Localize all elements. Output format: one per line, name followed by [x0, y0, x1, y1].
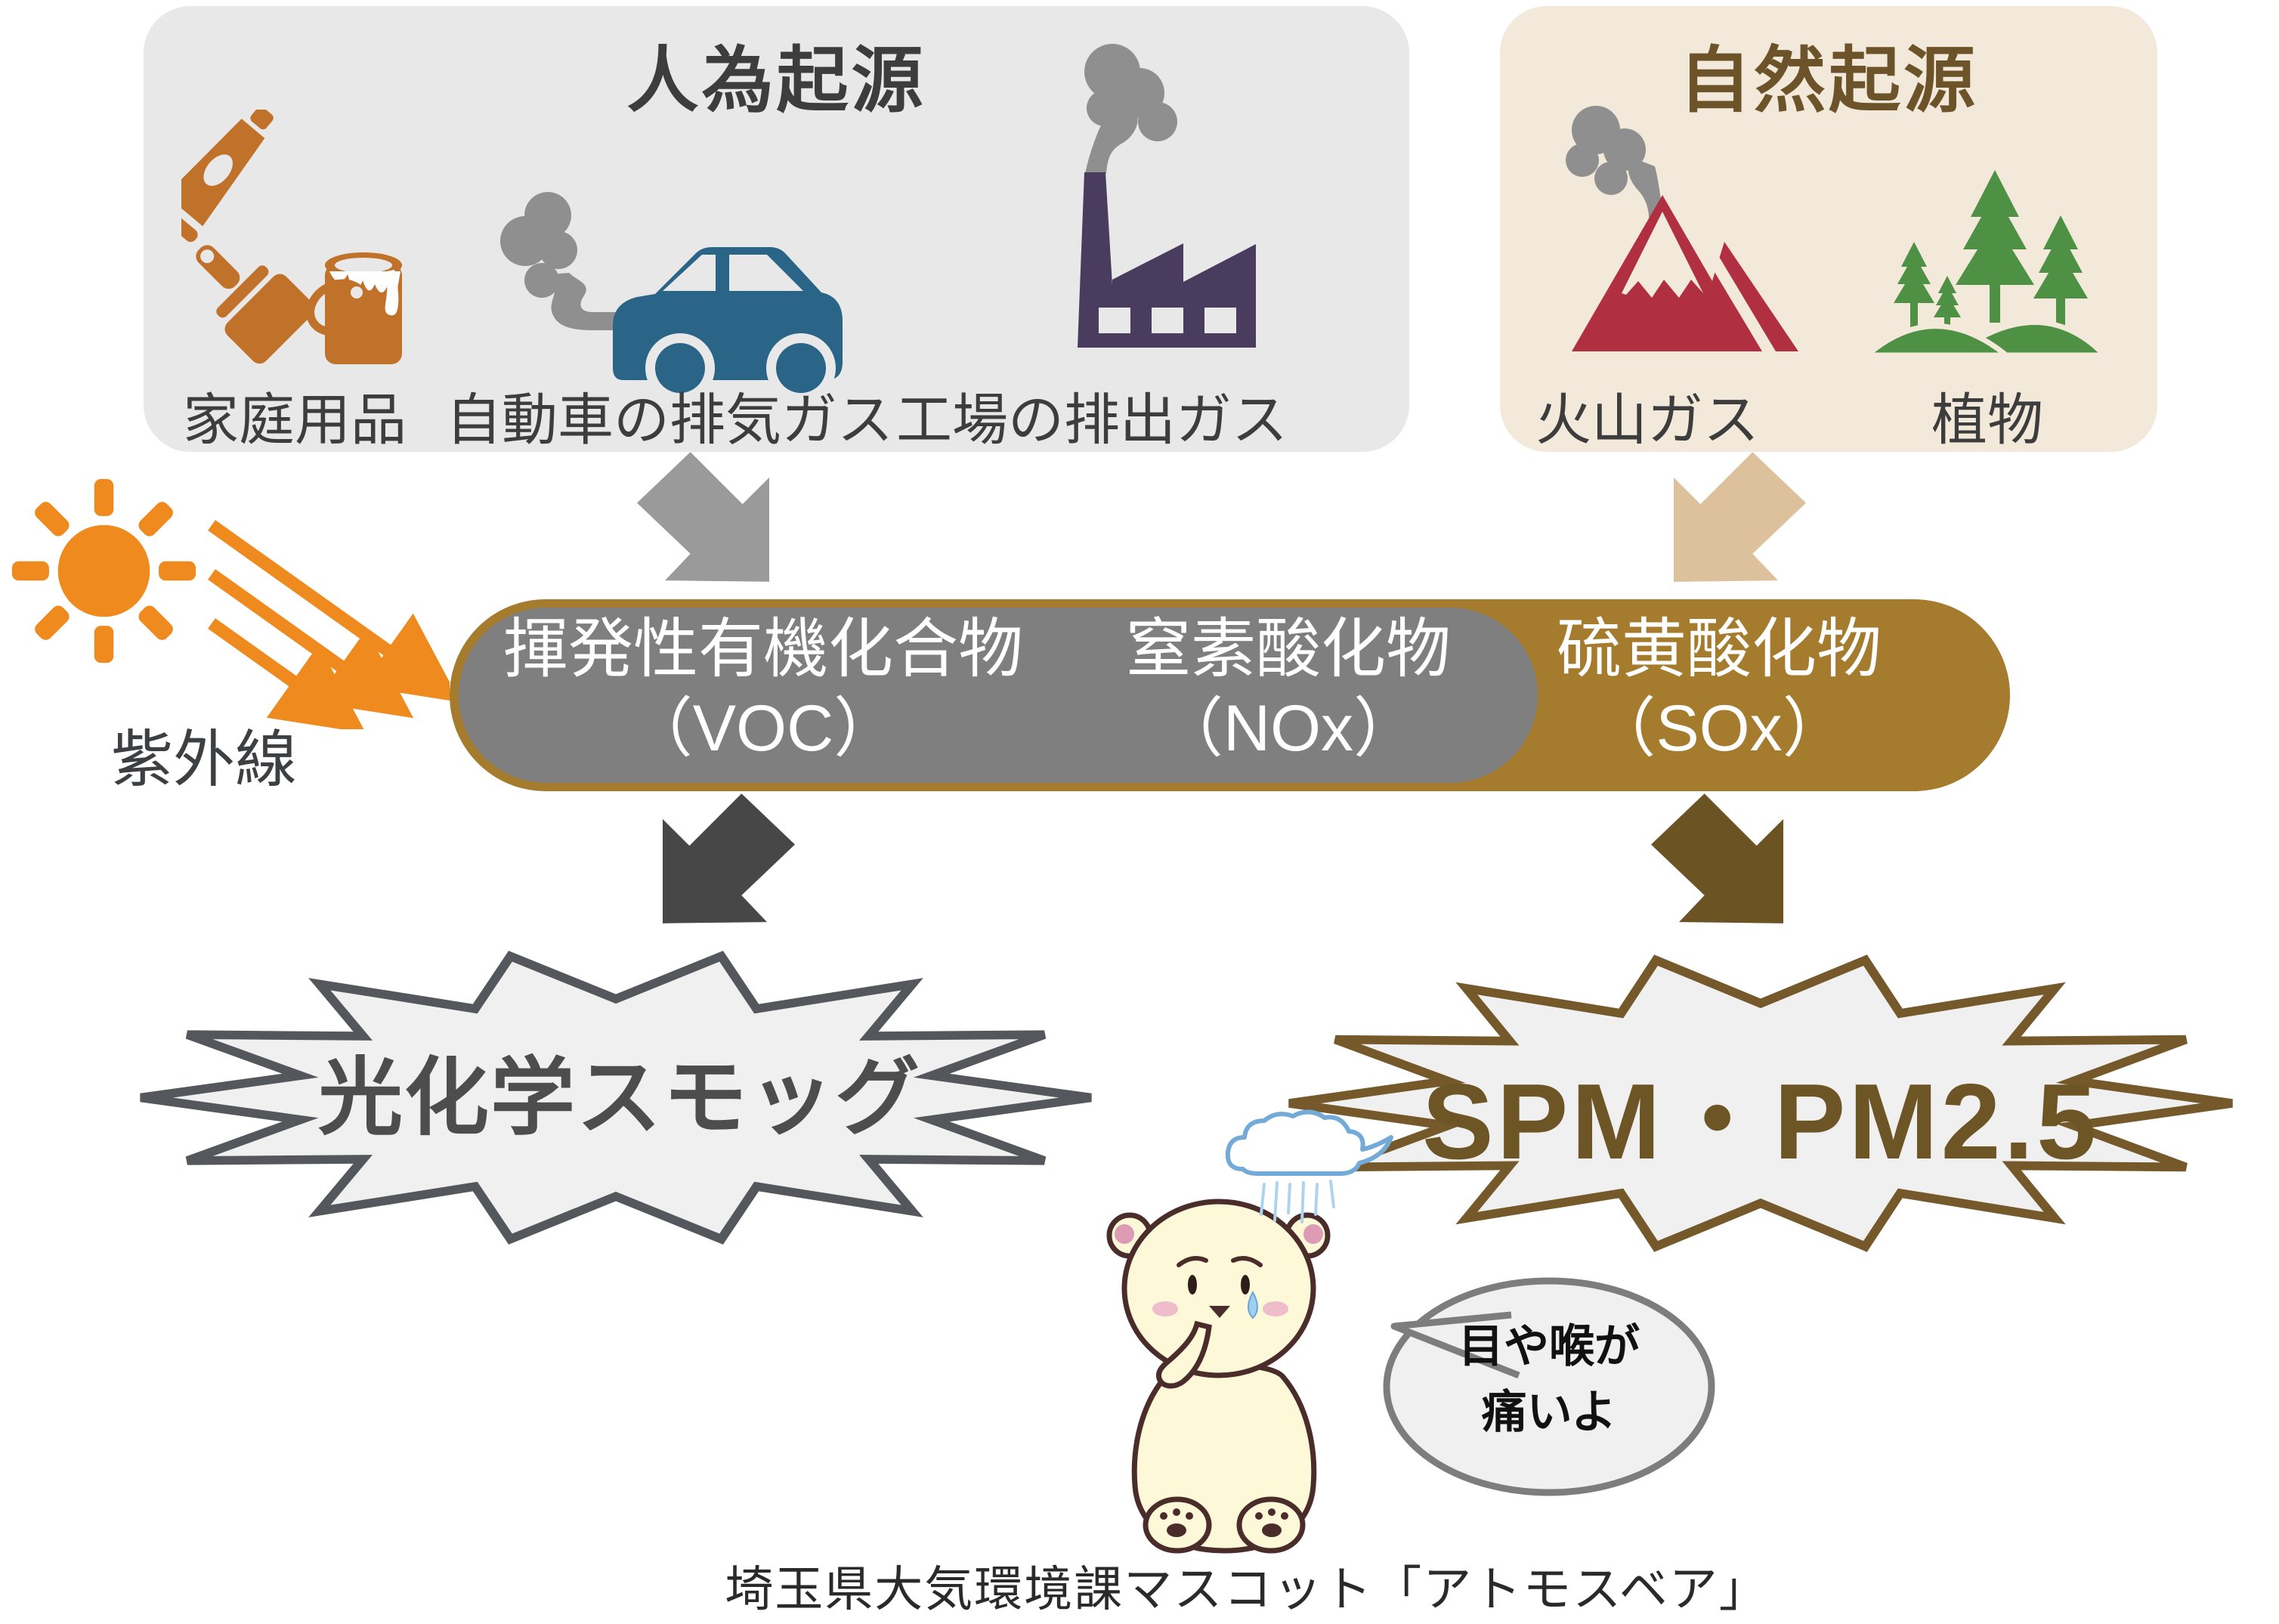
arrow-pill-to-pm-icon: [1651, 793, 1783, 923]
mascot-bear: [1106, 1199, 1331, 1554]
label-factory-emission: 工場の排出ガス: [896, 388, 1288, 451]
arrow-pill-to-smog-icon: [663, 793, 795, 923]
trees-icon: [1863, 170, 2104, 355]
sun-icon: [11, 478, 196, 664]
nox-abbr: （NOx）: [1158, 691, 1418, 765]
smog-burst: [140, 951, 1092, 1245]
label-volcano-gas: 火山ガス: [1535, 388, 1759, 451]
rain-cloud-icon: [1225, 1109, 1393, 1223]
pollutants-pill-voc-nox-section: [459, 608, 1538, 783]
nox-name: 窒素酸化物: [1126, 613, 1451, 685]
pollutants-pill: 揮発性有機化合物 （VOC） 窒素酸化物 （NOx） 硫黄酸化物 （SOx）: [450, 599, 2010, 791]
label-household-goods: 家庭用品: [183, 388, 407, 451]
household-goods-icon: [181, 110, 402, 364]
pollutant-voc: 揮発性有機化合物 （VOC）: [487, 610, 1039, 769]
arrow-anthro-to-pill-icon: [637, 452, 769, 582]
voc-abbr: （VOC）: [627, 691, 899, 765]
natural-sources-box: 自然起源: [1500, 6, 2157, 452]
label-car-exhaust: 自動車の排気ガス: [446, 388, 893, 451]
pm-burst-label: SPM・PM2.5: [1421, 1062, 2100, 1182]
arrow-natural-to-pill-icon: [1674, 452, 1806, 582]
volcano-icon: [1566, 106, 1798, 351]
speech-bubble-text: 目や喉が 痛いよ: [1368, 1313, 1730, 1445]
uv-label: 紫外線: [110, 725, 297, 794]
pollutant-sox: 硫黄酸化物 （SOx）: [1492, 610, 1946, 769]
uv-rays-icon: [208, 520, 450, 729]
voc-name: 揮発性有機化合物: [503, 613, 1023, 685]
car-exhaust-icon: [500, 192, 843, 393]
sox-name: 硫黄酸化物: [1557, 613, 1882, 685]
speech-line-2: 痛いよ: [1481, 1387, 1617, 1437]
speech-bubble: [1383, 1277, 1715, 1496]
speech-line-1: 目や喉が: [1458, 1321, 1640, 1372]
mascot-caption: 埼玉県大気環境課マスコット「アトモスベア」: [725, 1562, 1769, 1616]
anthropogenic-title: 人為起源: [626, 41, 926, 121]
pm-burst: [1288, 954, 2233, 1252]
label-plants: 植物: [1931, 388, 2043, 451]
smog-burst-label: 光化学スモッグ: [318, 1050, 921, 1145]
sox-abbr: （SOx）: [1591, 691, 1848, 765]
pollutant-nox: 窒素酸化物 （NOx）: [1099, 610, 1477, 769]
factory-icon: [1078, 44, 1256, 348]
natural-title: 自然起源: [1678, 41, 1978, 121]
